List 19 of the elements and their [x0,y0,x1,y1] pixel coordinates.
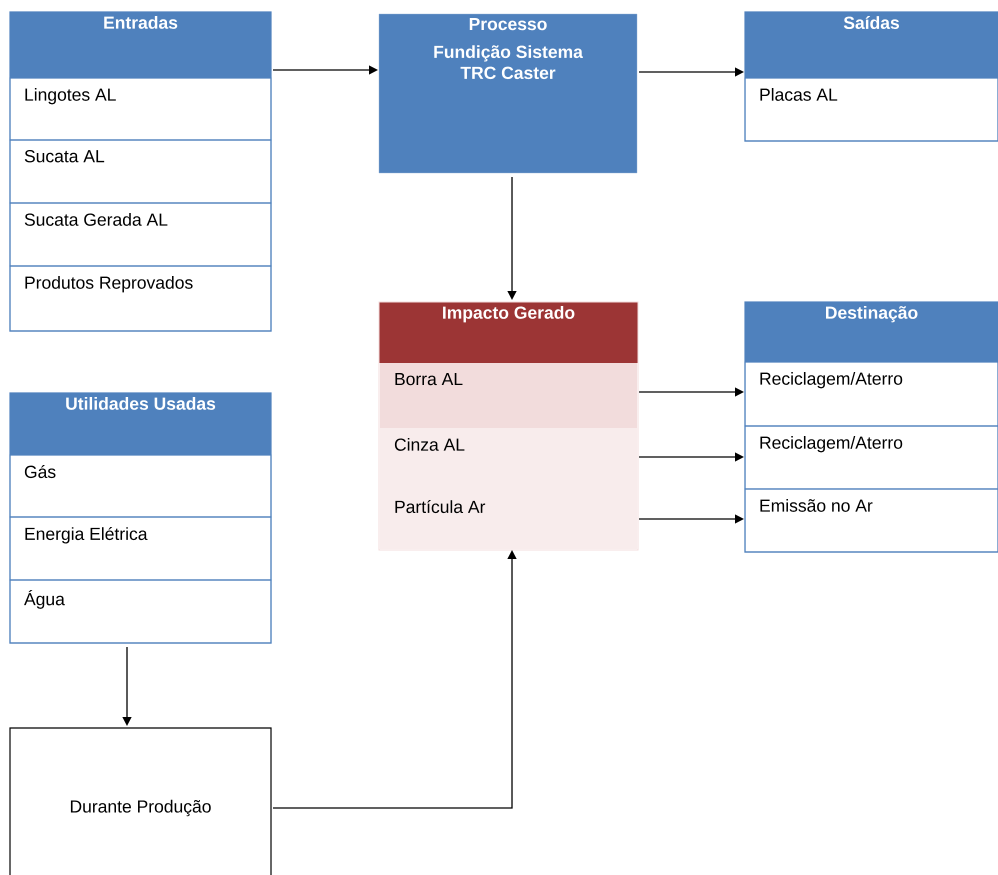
table-row: Lingotes AL [9,77,272,141]
table-row: Gás [9,454,272,518]
table-row: Reciclagem/Aterro [744,425,998,490]
table-row: Sucata AL [9,139,272,204]
table-row: Borra AL [380,363,637,428]
node-label: Borra AL [395,373,462,386]
table-row: Placas AL [744,77,998,142]
table-row: Água [9,579,272,644]
node-label: Partícula Ar [395,500,486,514]
node-label: Cinza AL [394,438,464,451]
table-row: Emissão no Ar [744,488,998,553]
table-row: Energia Elétrica [9,516,272,581]
table-row: Sucata Gerada AL [9,202,272,267]
table-row: Partícula Ar [380,490,637,549]
table-row: Produtos Reprovados [9,265,272,332]
table-row: Reciclagem/Aterro [744,361,998,427]
table-row: Cinza AL [380,428,637,490]
process-box: Processo Fundição Sistema TRC Caster [378,14,638,174]
process-box: Durante Produção [9,727,272,875]
